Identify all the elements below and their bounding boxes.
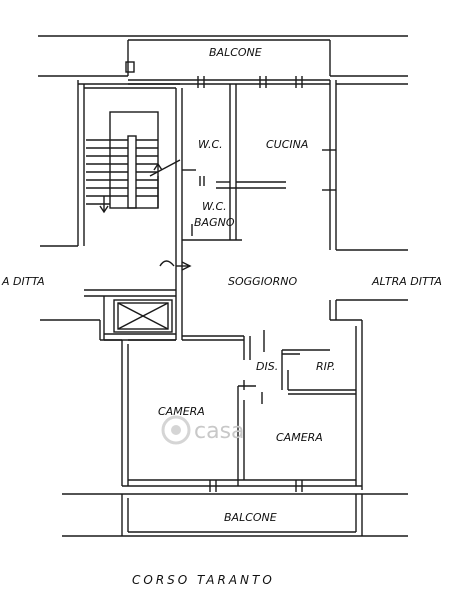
room-label-wc-bagno-2: BAGNO [194, 216, 235, 229]
door-swing-icon [159, 260, 192, 271]
room-label-balcone-bottom: BALCONE [224, 511, 277, 524]
room-label-cucina: CUCINA [266, 138, 308, 151]
street-label: CORSO TARANTO [132, 573, 275, 587]
room-label-altra-ditta-left: A DITTA [1, 275, 45, 288]
watermark-text: casa [194, 419, 245, 444]
room-label-dis: DIS. [256, 360, 278, 373]
stairs-icon [86, 111, 181, 214]
room-label-altra-ditta-right: ALTRA DITTA [371, 275, 442, 288]
windows [197, 76, 336, 492]
room-label-soggiorno: SOGGIORNO [228, 275, 297, 288]
room-label-rip: RIP. [316, 360, 336, 373]
balcony-bottom [62, 493, 408, 537]
casa-logo-icon [161, 415, 191, 445]
balcony-top [38, 35, 408, 77]
stairwell [84, 88, 183, 341]
elevator-icon [113, 299, 173, 333]
room-label-camera-right: CAMERA [276, 431, 323, 444]
room-label-balcone-top: BALCONE [209, 46, 262, 59]
room-label-wc-bagno-1: W.C. [202, 200, 227, 213]
interior-walls [128, 84, 356, 486]
room-label-camera-left: CAMERA [158, 405, 205, 418]
room-label-wc: W.C. [198, 138, 223, 151]
